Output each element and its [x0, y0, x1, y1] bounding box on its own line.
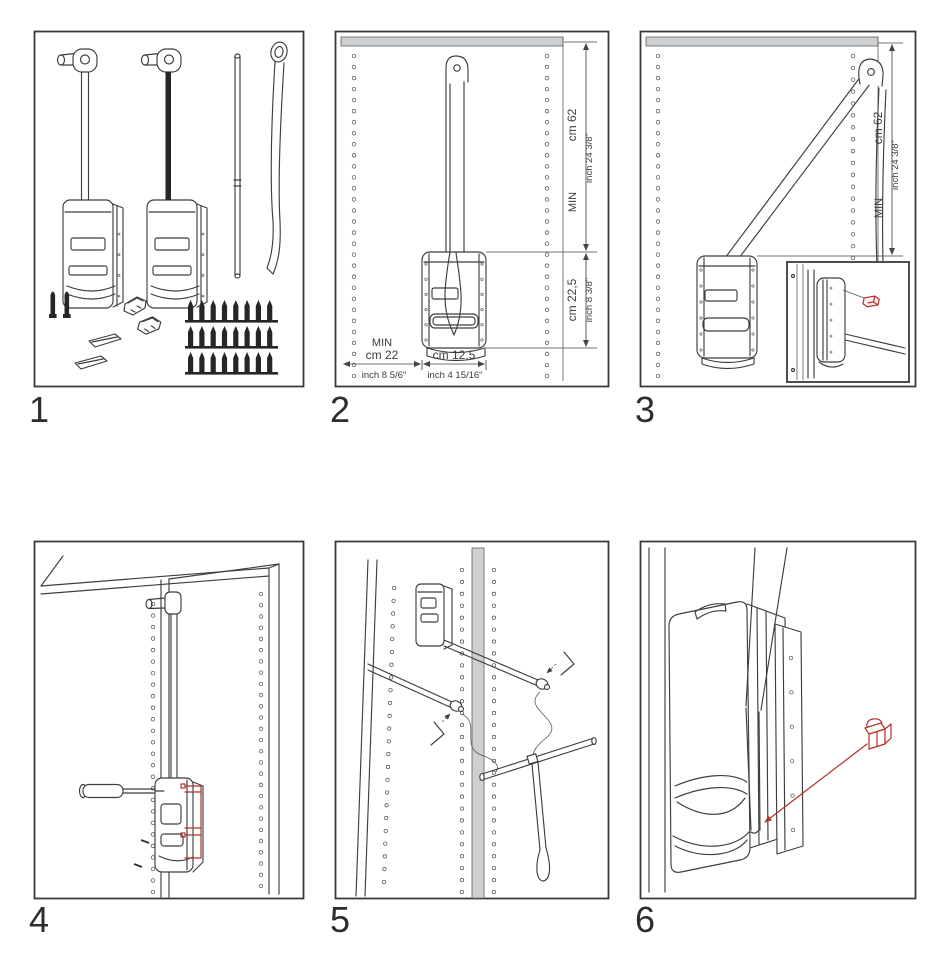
panel-6-figure [639, 540, 917, 900]
step-number-5: 5 [330, 899, 351, 940]
screw-alignment-marks [180, 783, 202, 859]
cover-plates [74, 333, 122, 370]
panel-5-figure [334, 540, 610, 900]
lift-units-drawing [56, 48, 208, 309]
lift-unit-arm [80, 71, 90, 201]
red-cover-clip [864, 718, 892, 750]
dimensions: MIN cm 62 inch 24 3/8" cm 22,5 inch 8 3/… [343, 41, 597, 381]
dim-min2-label: MIN [372, 337, 392, 349]
partition-edge [471, 547, 485, 899]
pin-detail-inset [786, 261, 910, 383]
pin-leader-line [842, 289, 865, 299]
step-number-4: 4 [29, 899, 50, 940]
dim-inch41516-label: inch 4 15/16" [427, 370, 482, 381]
leader-curve-lower [461, 713, 498, 773]
screwdriver-drawing [78, 783, 165, 799]
dim-min-label: MIN [567, 192, 579, 212]
red-arrow [764, 743, 868, 823]
step-number-3: 3 [635, 389, 656, 430]
dim-cm22-label: cm 22 [366, 348, 399, 362]
upper-rod [443, 639, 551, 691]
lift-unit-arm-down [696, 58, 892, 370]
lift-unit-housing-drawing [56, 48, 124, 309]
hardware-drawing [49, 291, 278, 375]
partition-holes-right [491, 567, 497, 895]
leader-curve-upper [532, 691, 553, 763]
dim-inch24-label: inch 24 3/8" [584, 133, 595, 183]
panel-1-figure [33, 30, 305, 388]
cabinet-top-edge [340, 36, 564, 47]
dim-cm125-label: cm 12,5 [433, 348, 476, 362]
partition-holes-left [459, 567, 465, 895]
panel-4-figure [33, 540, 305, 900]
shelf-pin-holes-left [351, 53, 357, 379]
step-number-2: 2 [330, 389, 351, 430]
dim-cm62-label: cm 62 [871, 111, 885, 144]
side-wall-lines [648, 547, 666, 893]
plastic-pins [49, 291, 71, 318]
hex-key-arrow-2 [441, 713, 451, 723]
dim-cm62-label: cm 62 [565, 108, 579, 141]
dim-cm225-label: cm 22,5 [565, 278, 579, 321]
red-pin [862, 295, 880, 308]
pull-handle-drawing [266, 41, 288, 275]
lift-unit-mounted [145, 591, 204, 873]
hex-key-icon [560, 651, 575, 676]
dim-inch83-label: inch 8 3/8" [584, 278, 595, 323]
hanging-rod-with-handle [479, 737, 597, 882]
mounting-clips [123, 296, 162, 335]
panel-2-figure: MIN cm 62 inch 24 3/8" cm 22,5 inch 8 3/… [334, 30, 610, 388]
cabinet-top-edge [645, 36, 879, 47]
shelf-pin-holes-left [655, 53, 661, 379]
side-panel-drawing [355, 559, 378, 897]
lift-unit-arm-2 [165, 72, 171, 200]
partition-holes [150, 601, 156, 895]
hex-key-icon-2 [430, 721, 445, 746]
loose-screws [133, 839, 150, 868]
lift-unit-front-view [421, 55, 487, 362]
lift-unit-closeup [668, 547, 804, 873]
shelf-pin-holes-right [850, 53, 856, 261]
step-number-1: 1 [29, 389, 50, 430]
step-number-6: 6 [635, 899, 656, 940]
left-panel-holes [381, 585, 397, 885]
shelf-pin-holes-right [544, 53, 550, 379]
lower-rod [367, 663, 465, 713]
hex-key-arrow [546, 663, 557, 674]
dim-inch24-label: inch 24 3/8" [890, 140, 901, 190]
panel-3-figure: MIN cm 62 inch 24 3/8" [639, 30, 917, 388]
upper-lift-unit [415, 583, 453, 650]
telescopic-rod-drawing [233, 53, 242, 279]
side-wall-holes [258, 591, 264, 889]
dim-inch856-label: inch 8 5/6" [362, 370, 407, 381]
